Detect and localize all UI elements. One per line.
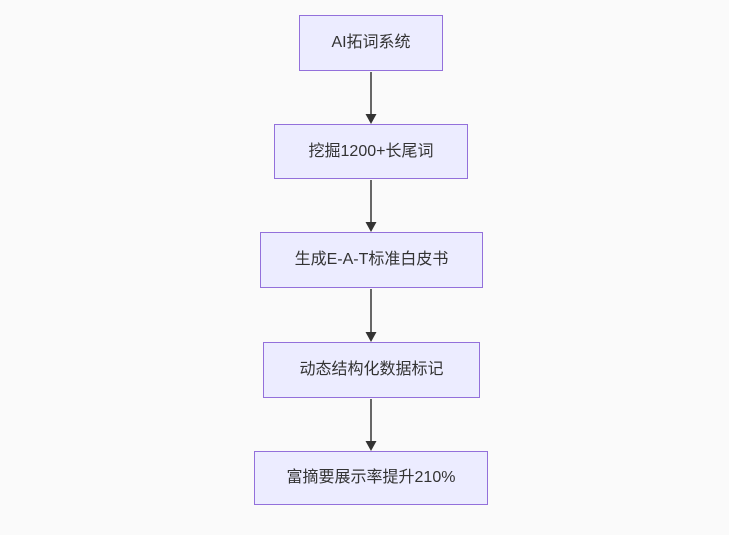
flow-node-label: 富摘要展示率提升210% [286,469,456,487]
flow-node-dynamic-structured-data-markup: 动态结构化数据标记 [263,342,480,398]
flow-node-label: 挖掘1200+长尾词 [308,142,434,160]
flow-arrow-4-5 [365,399,377,451]
flow-arrow-1-2 [365,72,377,124]
flow-node-label: AI拓词系统 [331,34,411,52]
flow-arrow-2-3 [365,180,377,232]
flow-arrow-3-4 [365,289,377,342]
flow-node-label: 动态结构化数据标记 [299,361,444,379]
flow-node-rich-snippet-rate-increase: 富摘要展示率提升210% [254,451,488,505]
flow-node-ai-word-expansion-system: AI拓词系统 [299,15,443,71]
flow-node-label: 生成E-A-T标准白皮书 [294,251,449,269]
flow-node-generate-eat-whitepaper: 生成E-A-T标准白皮书 [260,232,483,288]
flow-node-mine-longtail-keywords: 挖掘1200+长尾词 [274,124,468,179]
